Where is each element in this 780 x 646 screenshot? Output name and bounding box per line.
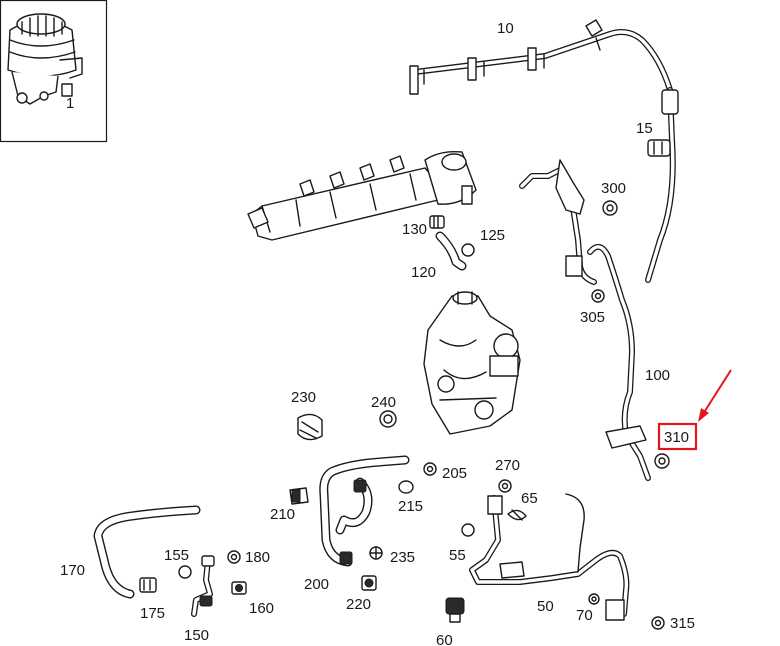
high-pressure-pump[interactable] (423, 291, 521, 435)
common-rail[interactable] (247, 150, 477, 241)
part-270-nut[interactable]: 270 (495, 457, 520, 493)
part-200-hose[interactable]: 200 (304, 455, 410, 593)
label-160: 160 (249, 600, 274, 617)
label-210: 210 (270, 506, 295, 523)
label-205: 205 (442, 465, 467, 482)
part-180-nut[interactable]: 180 (227, 549, 270, 566)
fuel-line-to-rail[interactable] (519, 159, 597, 285)
highlight-arrow-shaft (702, 369, 732, 415)
part-235-nut[interactable]: 235 (369, 546, 415, 566)
part-125-clamp[interactable]: 125 (461, 227, 505, 257)
part-15-clip[interactable]: 15 (636, 120, 671, 157)
label-235: 235 (390, 549, 415, 566)
inset-part-1[interactable]: 1 (0, 0, 108, 143)
part-155-ring[interactable]: 155 (164, 547, 192, 579)
part-65-clip[interactable]: 65 (507, 490, 538, 521)
label-1: 1 (66, 95, 74, 112)
part-160-sensor[interactable]: 160 (231, 581, 274, 617)
part-315-nut[interactable]: 315 (651, 615, 695, 632)
label-270: 270 (495, 457, 520, 474)
part-305-nut[interactable]: 305 (580, 289, 605, 326)
label-65: 65 (521, 490, 538, 507)
label-305: 305 (580, 309, 605, 326)
label-240: 240 (371, 394, 396, 411)
part-50-pipe[interactable]: 50 (469, 493, 630, 621)
part-170-hose[interactable]: 170 (60, 505, 201, 599)
label-120: 120 (411, 264, 436, 281)
part-100-fuel-line[interactable]: 100 (587, 243, 670, 481)
label-300: 300 (601, 180, 626, 197)
label-60: 60 (436, 632, 453, 646)
label-180: 180 (245, 549, 270, 566)
label-125: 125 (480, 227, 505, 244)
label-130: 130 (402, 221, 427, 238)
label-155: 155 (164, 547, 189, 564)
label-50: 50 (537, 598, 554, 615)
label-230: 230 (291, 389, 316, 406)
label-220: 220 (346, 596, 371, 613)
part-230-clamp[interactable]: 230 (291, 389, 323, 441)
label-200: 200 (304, 576, 329, 593)
part-130-connector[interactable]: 130 (402, 215, 445, 238)
part-210-clip[interactable]: 210 (270, 487, 309, 523)
part-60-sensor[interactable]: 60 (436, 597, 465, 646)
part-55-ring[interactable]: 55 (449, 523, 475, 564)
label-215: 215 (398, 498, 423, 515)
part-310-nut[interactable]: 310 (654, 369, 732, 469)
highlight-arrow-head (698, 408, 709, 422)
label-100: 100 (645, 367, 670, 384)
part-70-nut[interactable]: 70 (576, 593, 600, 624)
label-10: 10 (497, 20, 514, 37)
part-300-nut[interactable]: 300 (601, 180, 626, 216)
part-215-ring[interactable]: 215 (398, 480, 423, 515)
label-15: 15 (636, 120, 653, 137)
part-150-pipe[interactable]: 150 (184, 555, 215, 644)
highlight-box (657, 422, 698, 451)
part-175-connector[interactable]: 175 (139, 577, 165, 622)
part-220-sensor[interactable]: 220 (346, 575, 377, 613)
label-55: 55 (449, 547, 466, 564)
part-10-return-line[interactable]: 10 (409, 19, 679, 283)
label-150: 150 (184, 627, 209, 644)
label-70: 70 (576, 607, 593, 624)
module-drawing (7, 13, 83, 105)
part-120-hose[interactable]: 120 (411, 231, 467, 281)
label-315: 315 (670, 615, 695, 632)
label-170: 170 (60, 562, 85, 579)
part-205-clamp[interactable]: 205 (423, 462, 467, 482)
label-175: 175 (140, 605, 165, 622)
part-240-clamp[interactable]: 240 (371, 394, 397, 428)
label-310: 310 (664, 429, 689, 446)
